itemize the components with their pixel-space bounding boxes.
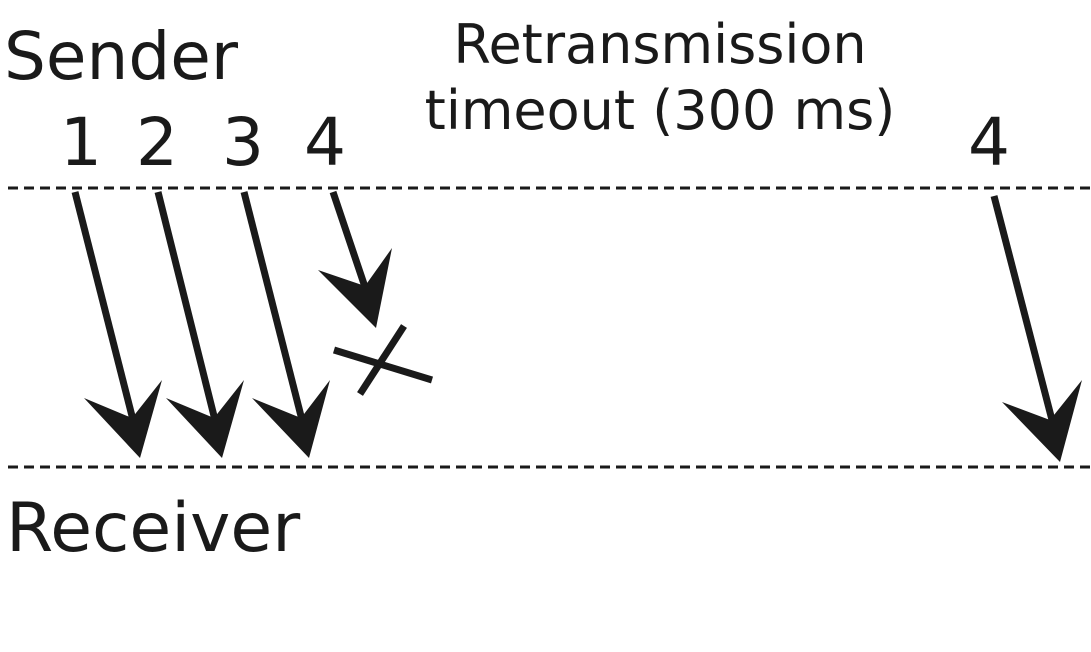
timeout-label-line1: Retransmission xyxy=(453,13,867,76)
packet-loss-cross-icon xyxy=(332,324,434,396)
packet-number-3: 3 xyxy=(222,104,264,181)
packet-2-arrow xyxy=(154,191,244,458)
packet-4-lost-arrow xyxy=(318,190,392,328)
packet-number-2: 2 xyxy=(136,104,178,181)
packet-number-1: 1 xyxy=(60,104,102,181)
retransmission-timeout-label: Retransmission timeout (300 ms) xyxy=(380,12,940,144)
timeout-label-line2: timeout (300 ms) xyxy=(424,78,896,142)
sender-label: Sender xyxy=(4,18,238,95)
retransmitted-packet-number: 4 xyxy=(968,104,1010,181)
receiver-label: Receiver xyxy=(6,489,301,568)
packet-3-arrow xyxy=(240,191,330,458)
packet-1-arrow xyxy=(71,191,162,458)
packet-number-4: 4 xyxy=(304,104,346,181)
retransmitted-packet-4-arrow xyxy=(990,195,1082,462)
